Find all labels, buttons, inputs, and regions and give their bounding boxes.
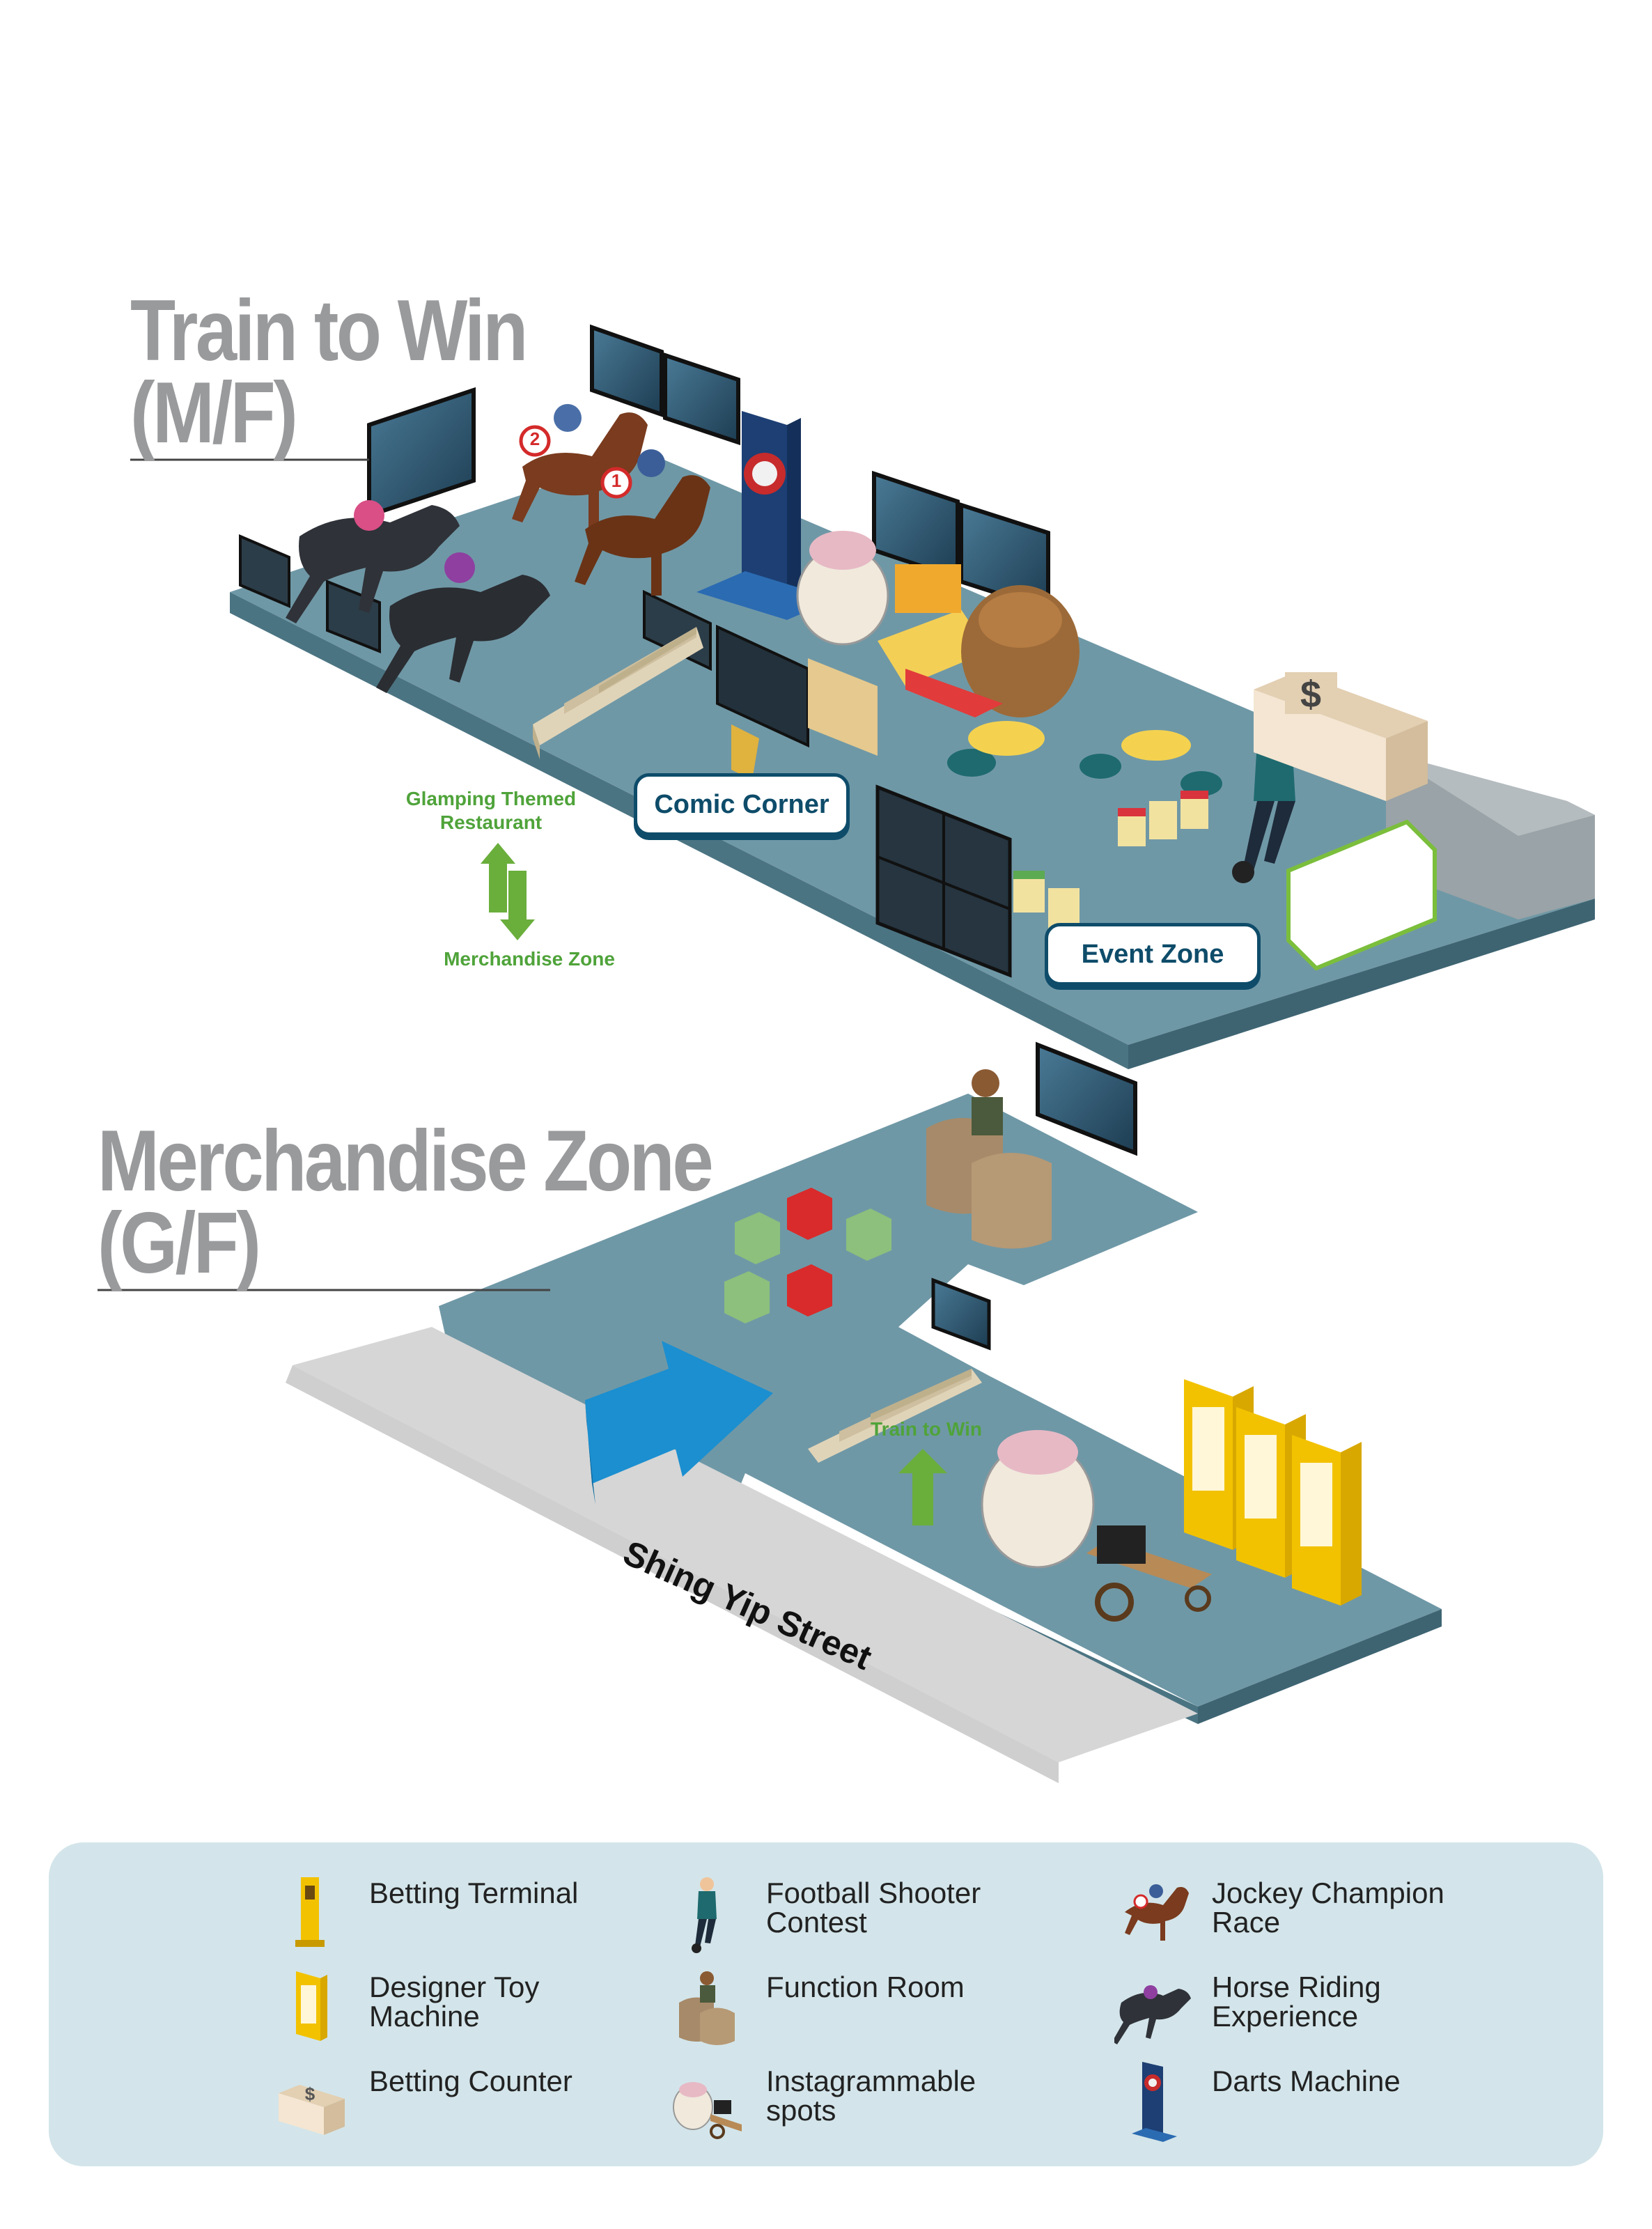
- svg-text:$: $: [305, 2083, 315, 2104]
- jockey-number-2: 2: [529, 428, 540, 449]
- function-room: [926, 1069, 1052, 1249]
- glamping-restaurant-nav-label[interactable]: Glamping Themed Restaurant: [405, 788, 577, 833]
- nav-arrows-mf: [481, 843, 535, 940]
- tv-screens: [239, 324, 1050, 978]
- football-player-icon: [692, 1877, 717, 1953]
- legend-label: Function Room: [766, 1971, 965, 2003]
- up-arrow-icon: [898, 1449, 947, 1525]
- legend-label: Designer Toy Machine: [369, 1971, 540, 2033]
- toy-machines: [1184, 1379, 1362, 1606]
- gf-title-line1: Merchandise Zone: [98, 1113, 714, 1209]
- legend-label: Football Shooter Contest: [766, 1877, 981, 1939]
- legend-label: Betting Terminal: [369, 1877, 579, 1909]
- legend-label: Jockey Champion Race: [1212, 1877, 1444, 1939]
- merchandise-zone-nav-label[interactable]: Merchandise Zone: [444, 948, 615, 970]
- mf-title-line1: Train to Win: [130, 283, 528, 379]
- betting-counter-icon: $: [279, 2083, 345, 2135]
- mf-floor-title: Train to Win (M/F): [130, 283, 528, 461]
- legend-item-function-room: Function Room: [669, 1964, 1100, 2048]
- legend-label: Betting Counter: [369, 2065, 572, 2097]
- display-cubes: [724, 1188, 891, 1323]
- mf-title-line2: (M/F): [130, 365, 298, 461]
- legend-item-instagrammable: Instagrammable spots: [669, 2058, 1100, 2142]
- legend-item-betting-counter: $ Betting Counter: [272, 2058, 662, 2142]
- legend-label: Darts Machine: [1212, 2065, 1401, 2097]
- horse-riding-area: [286, 404, 710, 693]
- betting-terminal-icon: [295, 1877, 325, 1947]
- legend-label: Horse Riding Experience: [1212, 1971, 1381, 2033]
- instagram-spot: [981, 1430, 1212, 1622]
- horse-mascots: [796, 531, 1080, 717]
- street-sidewalk: [286, 1327, 1198, 1783]
- map-legend: Betting Terminal Football Shooter Contes…: [49, 1842, 1603, 2166]
- jockey-race-icon: [1125, 1884, 1189, 1941]
- legend-item-jockey-race: Jockey Champion Race: [1114, 1870, 1546, 1954]
- dollar-sign-icon: $: [1300, 674, 1321, 715]
- stairs-mf: [533, 627, 703, 759]
- function-room-icon: [679, 1971, 735, 2045]
- horse-mascot-icon: [673, 2082, 742, 2139]
- darts-machine-icon: [1132, 2062, 1177, 2142]
- comic-corner-label[interactable]: Comic Corner: [634, 773, 850, 836]
- event-zone-label[interactable]: Event Zone: [1045, 923, 1261, 986]
- entrance-arrow-icon: [585, 1341, 773, 1505]
- gf-floor-title: Merchandise Zone (G/F): [98, 1113, 714, 1291]
- legend-item-football-shooter: Football Shooter Contest: [669, 1870, 1100, 1954]
- horse-riding-icon: [1114, 1985, 1191, 2044]
- comic-corner-furniture: [731, 564, 989, 780]
- betting-counter: $: [1254, 672, 1437, 971]
- legend-item-betting-terminal: Betting Terminal: [272, 1870, 662, 1954]
- train-to-win-nav-label[interactable]: Train to Win: [871, 1418, 982, 1440]
- gf-screens: [931, 1041, 1137, 1351]
- legend-item-toy-machine: Designer Toy Machine: [272, 1964, 662, 2048]
- legend-item-darts-machine: Darts Machine: [1114, 2058, 1546, 2142]
- toy-machine-icon: [296, 1971, 327, 2041]
- legend-label: Instagrammable spots: [766, 2065, 976, 2127]
- legend-item-horse-riding: Horse Riding Experience: [1114, 1964, 1546, 2048]
- gf-title-line2: (G/F): [98, 1195, 261, 1291]
- jockey-number-1: 1: [611, 470, 622, 491]
- stairs-gf: [808, 1369, 982, 1463]
